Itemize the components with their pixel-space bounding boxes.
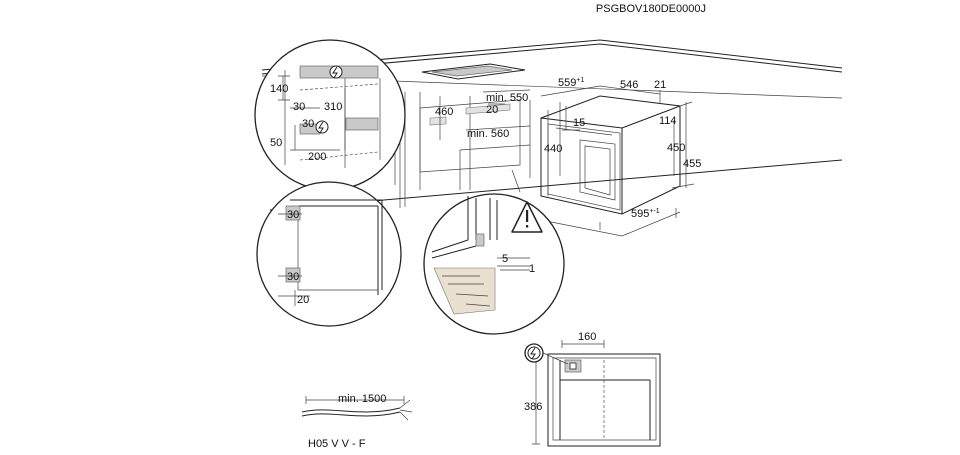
dim-1: 1 xyxy=(529,263,535,275)
rear-view: 160 386 xyxy=(524,331,661,447)
dim-20-vent: 20 xyxy=(297,294,309,306)
dim-30-bottom-vent: 30 xyxy=(287,271,299,283)
dim-21: 21 xyxy=(654,79,666,91)
dim-15: 15 xyxy=(573,117,585,129)
dim-50: 50 xyxy=(270,137,282,149)
dim-30-top-vent: 30 xyxy=(287,209,299,221)
gap-leader-line xyxy=(511,169,521,193)
dim-559: 559+1 xyxy=(558,77,584,89)
dim-min-560: min. 560 xyxy=(467,128,509,140)
dim-386: 386 xyxy=(524,401,542,413)
document-code: PSGBOV180DE0000J xyxy=(596,3,706,15)
dim-30-mid: 30 xyxy=(302,118,314,130)
plug-icon xyxy=(329,65,343,79)
dim-595: 595+-1 xyxy=(631,208,660,220)
dim-310: 310 xyxy=(324,101,342,113)
warning-triangle-icon xyxy=(511,201,543,233)
dim-114: 114 xyxy=(659,115,677,127)
plug-icon xyxy=(524,343,544,363)
niche-detail: 140 30 310 30 50 200 xyxy=(254,39,406,191)
power-cable: min. 1500 H05 V V - F xyxy=(301,393,413,450)
oven-isometric: 559+1 546 21 15 114 440 450 455 595+-1 xyxy=(540,77,701,237)
dim-20: 20 xyxy=(486,104,498,116)
dim-546: 546 xyxy=(620,79,638,91)
cabinet-dimensions: 460 min. 550 20 min. 560 xyxy=(435,89,531,140)
plug-icon xyxy=(315,120,329,134)
gap-detail: 5 1 xyxy=(423,193,565,335)
cable-type: H05 V V - F xyxy=(308,438,366,450)
dim-5: 5 xyxy=(502,253,508,265)
dim-460: 460 xyxy=(435,106,453,118)
dim-455: 455 xyxy=(683,158,701,170)
dim-440: 440 xyxy=(544,143,562,155)
ventilation-detail: 30 30 20 xyxy=(256,181,402,327)
dim-140: 140 xyxy=(270,83,288,95)
cable-min-length: min. 1500 xyxy=(338,393,386,405)
dim-200: 200 xyxy=(308,151,326,163)
dim-30-top: 30 xyxy=(293,101,305,113)
dim-160: 160 xyxy=(578,331,596,343)
dim-450: 450 xyxy=(667,142,685,154)
dim-min-550: min. 550 xyxy=(486,92,528,104)
